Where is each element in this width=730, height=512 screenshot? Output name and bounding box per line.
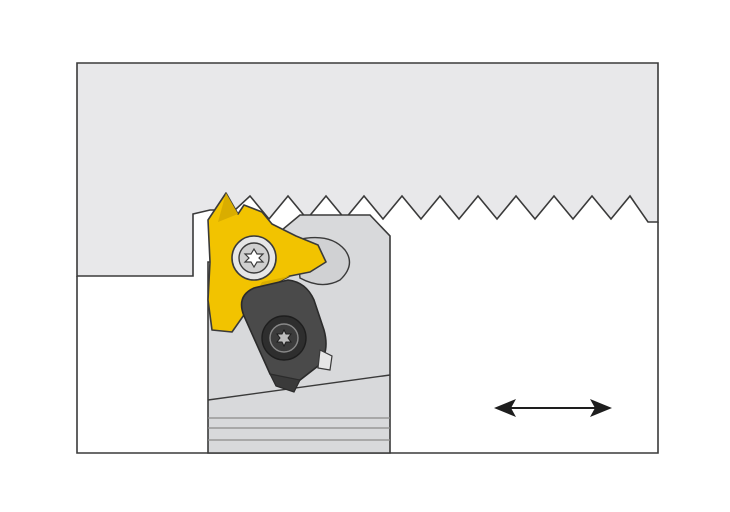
insert-facet [218,193,238,222]
torx-screw-icon [276,328,292,348]
clamp-lip [317,349,333,371]
insert-facet-2 [246,276,290,312]
holder-line-1 [207,374,391,401]
feed-direction-double-arrow-icon [494,399,612,417]
clamp-foot [268,373,301,393]
torx-screw-icon [243,247,265,269]
